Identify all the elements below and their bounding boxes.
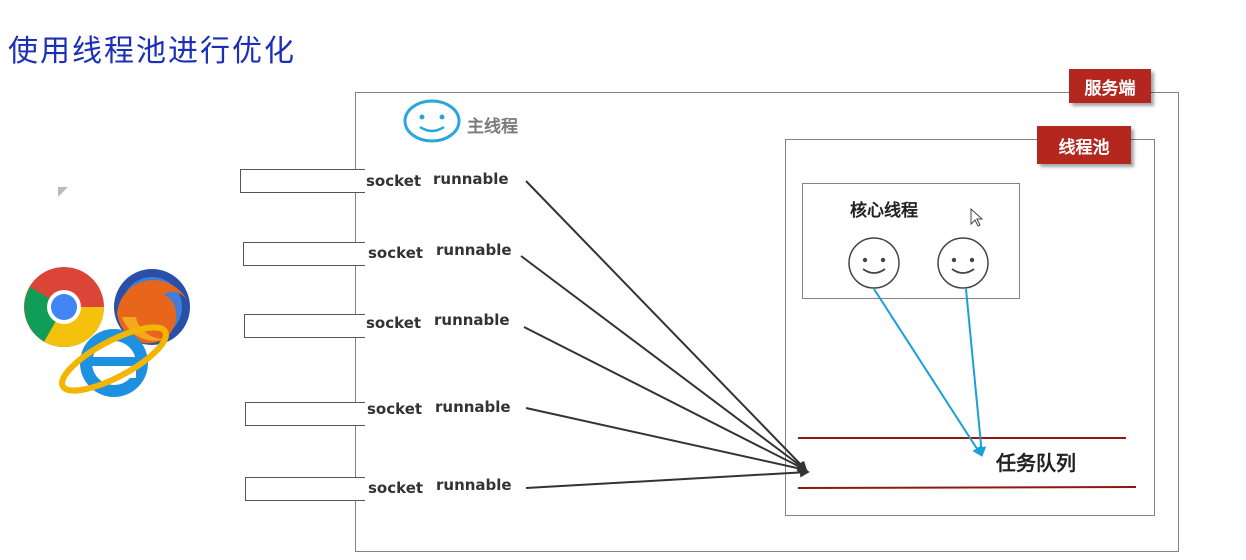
firefox-icon — [114, 269, 190, 345]
thread-pool-box — [785, 139, 1155, 516]
runnable-label: runnable — [436, 476, 512, 494]
task-queue-bottom-line — [797, 486, 1137, 489]
socket-label: socket — [368, 244, 424, 262]
core-thread-arrow — [965, 288, 987, 457]
core-thread-arrow — [873, 288, 983, 457]
main-thread-label: 主线程 — [467, 117, 518, 137]
client-connection-box — [244, 314, 365, 338]
client-connection-box — [245, 477, 365, 501]
runnable-label: runnable — [436, 241, 512, 259]
pointer-cursor-icon — [970, 207, 984, 228]
chrome-icon — [24, 267, 104, 347]
runnable-label: runnable — [435, 398, 511, 416]
client-connection-box — [240, 169, 365, 193]
core-threads-label: 核心线程 — [850, 201, 918, 221]
runnable-label: runnable — [433, 170, 509, 188]
client-connection-box — [243, 242, 365, 266]
core-threads-box — [802, 183, 1020, 299]
request-arrow — [525, 180, 808, 472]
socket-label: socket — [367, 400, 423, 418]
request-arrow — [520, 255, 808, 472]
task-queue-label: 任务队列 — [996, 451, 1076, 475]
thread-pool-tag: 线程池 — [1037, 126, 1131, 164]
client-connection-box — [245, 402, 365, 426]
socket-label: socket — [366, 314, 422, 332]
socket-label: socket — [368, 479, 424, 497]
page-title: 使用线程池进行优化 — [8, 34, 296, 69]
core-thread-smiley-icon — [845, 236, 903, 290]
runnable-label: runnable — [434, 311, 510, 329]
internet-explorer-icon — [59, 324, 169, 397]
server-tag: 服务端 — [1069, 69, 1151, 103]
socket-label: socket — [366, 172, 422, 190]
request-arrow — [523, 326, 808, 471]
main-thread-smiley-icon — [402, 98, 462, 144]
core-thread-smiley-icon — [934, 236, 992, 290]
browser-icons — [22, 265, 202, 405]
request-arrow — [525, 467, 810, 489]
request-arrow — [525, 407, 808, 474]
